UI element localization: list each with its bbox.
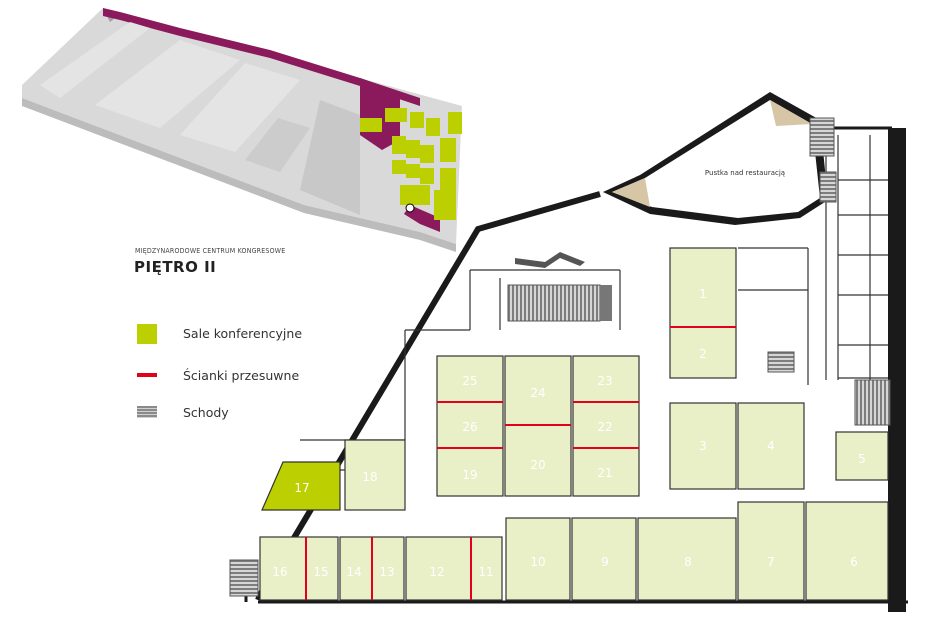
- room-18[interactable]: [344, 439, 406, 511]
- room-label-16: 16: [272, 565, 287, 579]
- stairs-service: [767, 351, 795, 373]
- room-1-2[interactable]: [669, 247, 737, 379]
- room-label-26: 26: [462, 420, 477, 434]
- room-label-22: 22: [597, 420, 612, 434]
- room-9[interactable]: [571, 517, 637, 601]
- room-label-14: 14: [346, 565, 361, 579]
- room-label-7: 7: [767, 555, 775, 569]
- room-6[interactable]: [805, 501, 889, 601]
- room-label-17: 17: [294, 481, 309, 495]
- room-8[interactable]: [637, 517, 737, 601]
- room-label-1: 1: [699, 287, 707, 301]
- venue-subtitle: MIĘDZYNARODOWE CENTRUM KONGRESOWE: [135, 247, 286, 255]
- room-7[interactable]: [737, 501, 805, 601]
- room-label-19: 19: [462, 468, 477, 482]
- legend-stairs-label: Schody: [183, 405, 229, 420]
- conference-swatch: [137, 324, 157, 344]
- room-labels: 1 2 3 4 5 6 7 8 9 10 11 12 13 14 15 16 1…: [272, 287, 865, 579]
- legend-conference-label: Sale konferencyjne: [183, 326, 303, 341]
- room-label-18: 18: [362, 470, 377, 484]
- legend-walls-label: Ścianki przesuwne: [183, 368, 300, 383]
- room-label-11: 11: [478, 565, 493, 579]
- room-label-8: 8: [684, 555, 692, 569]
- stairs-swatch: [137, 406, 157, 418]
- room-16-15[interactable]: [259, 536, 339, 601]
- room-label-4: 4: [767, 439, 775, 453]
- stairs-ne-upper: [809, 117, 835, 157]
- floor-title: PIĘTRO II: [134, 258, 217, 276]
- stairs-sw: [229, 559, 259, 597]
- stairs-central: [507, 284, 601, 322]
- stairs-group: [229, 117, 891, 597]
- building-3d-thumbnail: [22, 8, 462, 252]
- room-label-12: 12: [429, 565, 444, 579]
- room-3[interactable]: [669, 402, 737, 490]
- room-label-25: 25: [462, 374, 477, 388]
- void-label: Pustka nad restauracją: [705, 169, 785, 177]
- stairs-east: [854, 379, 891, 426]
- room-label-21: 21: [597, 466, 612, 480]
- room-label-2: 2: [699, 347, 707, 361]
- room-label-23: 23: [597, 374, 612, 388]
- room-label-13: 13: [379, 565, 394, 579]
- outer-walls: [244, 126, 908, 612]
- room-label-24: 24: [530, 386, 545, 400]
- room-23-22-21[interactable]: [572, 355, 640, 497]
- room-17[interactable]: [261, 461, 341, 511]
- room-label-3: 3: [699, 439, 707, 453]
- sculpture-feature: [515, 252, 585, 268]
- room-25-26-19[interactable]: [436, 355, 504, 497]
- room-10[interactable]: [505, 517, 571, 601]
- room-5[interactable]: [835, 431, 889, 481]
- void-area: Pustka nad restauracją: [603, 92, 828, 225]
- room-4[interactable]: [737, 402, 805, 490]
- stairs-landing: [600, 285, 612, 321]
- room-label-15: 15: [313, 565, 328, 579]
- room-label-20: 20: [530, 458, 545, 472]
- sliding-wall-swatch: [137, 373, 157, 377]
- stairs-ne-lower: [819, 171, 837, 203]
- room-label-6: 6: [850, 555, 858, 569]
- room-12-11[interactable]: [405, 536, 503, 601]
- sliding-walls: [305, 326, 736, 600]
- room-label-9: 9: [601, 555, 609, 569]
- room-label-10: 10: [530, 555, 545, 569]
- room-label-5: 5: [858, 452, 866, 466]
